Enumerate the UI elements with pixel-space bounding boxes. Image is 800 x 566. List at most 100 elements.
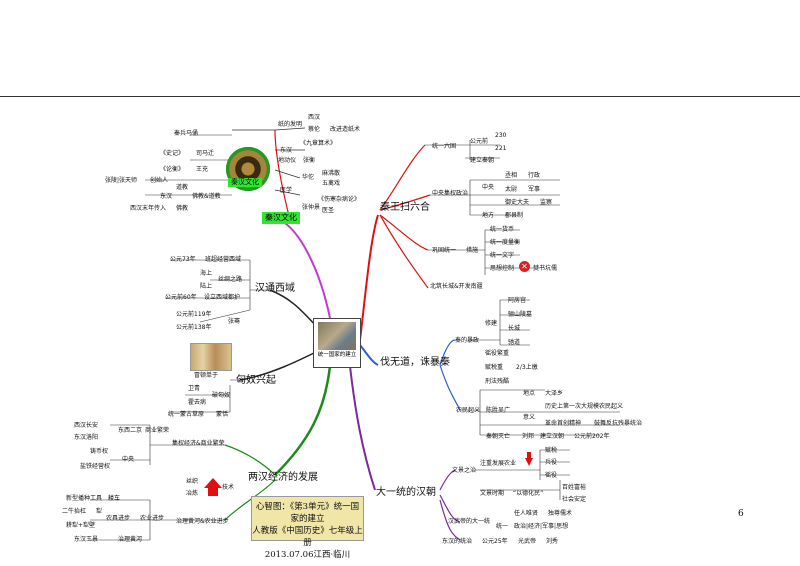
node-didian: 地点 <box>523 390 535 397</box>
node-daji: 破匈奴 <box>212 392 230 399</box>
node-fojiao: 佛教&道教 <box>192 193 221 200</box>
node-tongyi: 统一 <box>496 523 508 530</box>
node-jishu: 技术 <box>222 484 234 491</box>
node-chengxiang: 丞相 <box>505 172 517 179</box>
node-liuxiu: 刘秀 <box>546 538 558 545</box>
node-huaxia: 东汉王景 <box>74 536 98 543</box>
node-gaijin: 改进造纸术 <box>330 126 360 133</box>
node-afang: 阿房宫 <box>508 297 526 304</box>
node-taiwei: 太尉 <box>505 186 517 193</box>
node-y60: 公元前60年 <box>165 294 197 301</box>
node-simaqian: 司马迁 <box>196 150 214 157</box>
node-found: 建立汉朝 <box>540 433 564 440</box>
node-silk: 丝绸之路 <box>218 276 242 283</box>
node-wudi: 汉武帝的大一统 <box>448 518 490 525</box>
node-nongye: 注重发展农业 <box>480 460 516 467</box>
node-thought: 思想控制 <box>490 265 514 272</box>
node-zhengzhi: 政治|经济|军事|思想 <box>514 523 568 530</box>
node-rushu: 独尊儒术 <box>548 510 572 517</box>
node-louche: 耧车 <box>108 495 120 502</box>
node-donghan: 东汉 <box>280 147 292 154</box>
node-zhangqian: 张骞 <box>228 318 240 325</box>
decrease-arrow-icon <box>525 458 533 466</box>
node-unify-six: 统一六国 <box>432 143 456 150</box>
node-banchao: 班超经营西域 <box>205 256 241 263</box>
node-junxian: 郡县制 <box>505 212 523 219</box>
node-heqin: 统一蒙古草原 <box>168 411 204 418</box>
node-yizheng: “以德化民” <box>513 490 543 497</box>
node-guangwu: 光武帝 <box>518 538 536 545</box>
node-ad-label: 公元前 <box>470 138 488 145</box>
node-zhangjiao: 张陵|张天师 <box>105 177 137 184</box>
node-shiqi: 文景时期 <box>480 490 504 497</box>
branch-culture[interactable]: 秦汉文化 <box>262 212 300 224</box>
node-difang: 地方 <box>482 212 494 219</box>
node-junshi: 军事 <box>528 186 540 193</box>
node-lixi: 犁 <box>96 508 102 515</box>
node-fo: 佛教 <box>176 205 188 212</box>
node-wall: 北筑长城&开发南疆 <box>430 283 483 290</box>
node-gengyang: 耕犁+犁壁 <box>66 522 95 529</box>
node-dizhen: 地动仪 <box>278 157 296 164</box>
node-erniu: 二牛抬杠 <box>62 508 86 515</box>
branch-qin-unify[interactable]: 秦王扫六合 <box>380 202 430 214</box>
node-wenjing: 文景之治 <box>452 467 476 474</box>
node-weiqing: 卫青 <box>188 385 200 392</box>
node-zhongyang-econ: 中央 <box>122 456 134 463</box>
node-y230: 230 <box>495 132 506 139</box>
node-bingma: 秦兵马俑 <box>174 130 198 137</box>
node-daojiao: 道教 <box>176 184 188 191</box>
node-yantie: 盐铁经营权 <box>80 463 110 470</box>
node-xingzheng: 行政 <box>528 172 540 179</box>
node-huatuo: 华佗 <box>302 174 314 181</box>
node-chuangjiao: 创始人 <box>150 177 168 184</box>
node-yisheng: 医圣 <box>322 207 334 214</box>
center-image <box>318 322 356 350</box>
center-node[interactable]: 统一国家的建立 <box>313 318 361 368</box>
node-gonggu: 巩固统一 <box>432 247 456 254</box>
node-shanghan: 《伤寒杂病论》 <box>318 196 360 203</box>
node-writing: 统一文字 <box>490 252 514 259</box>
node-geming: 革命首创精神 <box>545 420 581 427</box>
node-first: 历史上第一次大规模农民起义 <box>545 403 623 410</box>
node-y119: 公元前119年 <box>176 311 211 318</box>
node-wangchong: 王充 <box>196 166 208 173</box>
node-yiyi: 意义 <box>523 414 535 421</box>
node-dongxi: 东西二京 <box>118 427 142 434</box>
node-xinxing: 新型播种工具 <box>66 495 102 502</box>
increase-arrow-stem <box>208 488 218 496</box>
node-lishan: 骊山陵墓 <box>508 311 532 318</box>
node-xhan-mo: 西汉末年传入 <box>130 205 166 212</box>
node-lunheng: 《论衡》 <box>160 166 184 173</box>
node-jiancha: 监察 <box>540 199 552 206</box>
node-zhangheng: 张衡 <box>303 157 315 164</box>
node-shangye: 商业繁荣 <box>145 427 169 434</box>
node-fangan: 鼓舞反抗残暴统治 <box>594 420 642 427</box>
node-burn: 焚书坑儒 <box>533 265 557 272</box>
node-fushui-han: 赋税 <box>545 447 557 454</box>
node-uprising: 农民起义 <box>456 407 480 414</box>
branch-han[interactable]: 大一统的汉朝 <box>376 487 436 499</box>
branch-qin-tyranny[interactable]: 伐无道，诛暴秦 <box>380 357 450 369</box>
node-xiujian: 修建 <box>485 320 497 327</box>
node-xian: 西汉长安 <box>74 422 98 429</box>
footer-line2: 人教版《中国历史》七年级上册 <box>252 525 363 549</box>
node-cuoshi: 措施 <box>466 247 478 254</box>
node-yaoyi: 徭役繁重 <box>485 350 509 357</box>
node-sixiang: 任人唯贤 <box>514 510 538 517</box>
node-measure: 统一度量衡 <box>490 239 520 246</box>
node-paper: 纸的发明 <box>278 121 302 128</box>
node-jingying: 治理黄河&农业进步 <box>176 518 229 525</box>
node-zhangzj: 张仲景 <box>302 204 320 211</box>
node-dhan-time: 东汉 <box>160 193 172 200</box>
node-duhu: 设立西域都护 <box>204 294 240 301</box>
branch-xiyu[interactable]: 汉通西域 <box>255 283 295 295</box>
footer-line1: 心智图：《第3单元》统一国家的建立 <box>252 501 363 525</box>
branch-xiongnu[interactable]: 匈奴兴起 <box>236 375 276 387</box>
node-fushui: 赋税重 <box>485 364 503 371</box>
node-zhongyang: 中央 <box>482 184 494 191</box>
node-chensheng: 陈胜吴广 <box>486 407 510 414</box>
center-title: 统一国家的建立 <box>314 352 360 359</box>
branch-econ[interactable]: 两汉经济的发展 <box>248 472 318 484</box>
node-liubang: 刘邦 <box>522 433 534 440</box>
